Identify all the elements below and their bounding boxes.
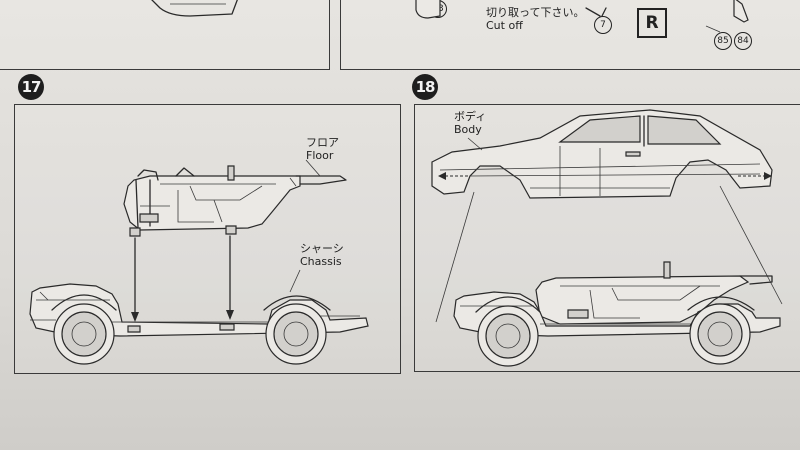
top-left-part-sketch [151, 0, 238, 17]
body-label-en: Body [454, 123, 482, 136]
part-number-84: 84 [734, 32, 752, 50]
floor-leader-line [305, 159, 321, 177]
floor-part-drawing [123, 165, 347, 237]
floor-label-en: Floor [306, 149, 334, 162]
floor-label-jp: フロア [306, 136, 339, 149]
part-number-7: 7 [594, 16, 612, 34]
body-shell-drawing [431, 109, 773, 199]
body-label: ボディ Body [454, 110, 486, 136]
floor-label: フロア Floor [306, 136, 339, 162]
chassis-label-jp: シャーシ [300, 242, 344, 255]
top-right-part-sketch [415, 0, 749, 33]
assembly-guide-lines [435, 185, 783, 323]
body-label-jp: ボディ [454, 110, 487, 123]
chassis-leader-line [289, 269, 301, 293]
floor-to-chassis-arrows [131, 235, 234, 322]
body-leader-line [467, 137, 483, 151]
chassis-label-en: Chassis [300, 255, 342, 268]
r-side-marker: R [637, 8, 667, 38]
cut-off-label: 切り取って下さい。 Cut off [486, 6, 584, 32]
chassis-label: シャーシ Chassis [300, 242, 344, 268]
step-17-badge: 17 [18, 74, 44, 100]
cut-off-jp: 切り取って下さい。 [486, 6, 585, 19]
part-number-85: 85 [714, 32, 732, 50]
step-18-badge: 18 [412, 74, 438, 100]
cut-off-en: Cut off [486, 19, 523, 32]
chassis-part-drawing [29, 283, 369, 365]
chassis-with-floor-drawing [453, 261, 781, 367]
